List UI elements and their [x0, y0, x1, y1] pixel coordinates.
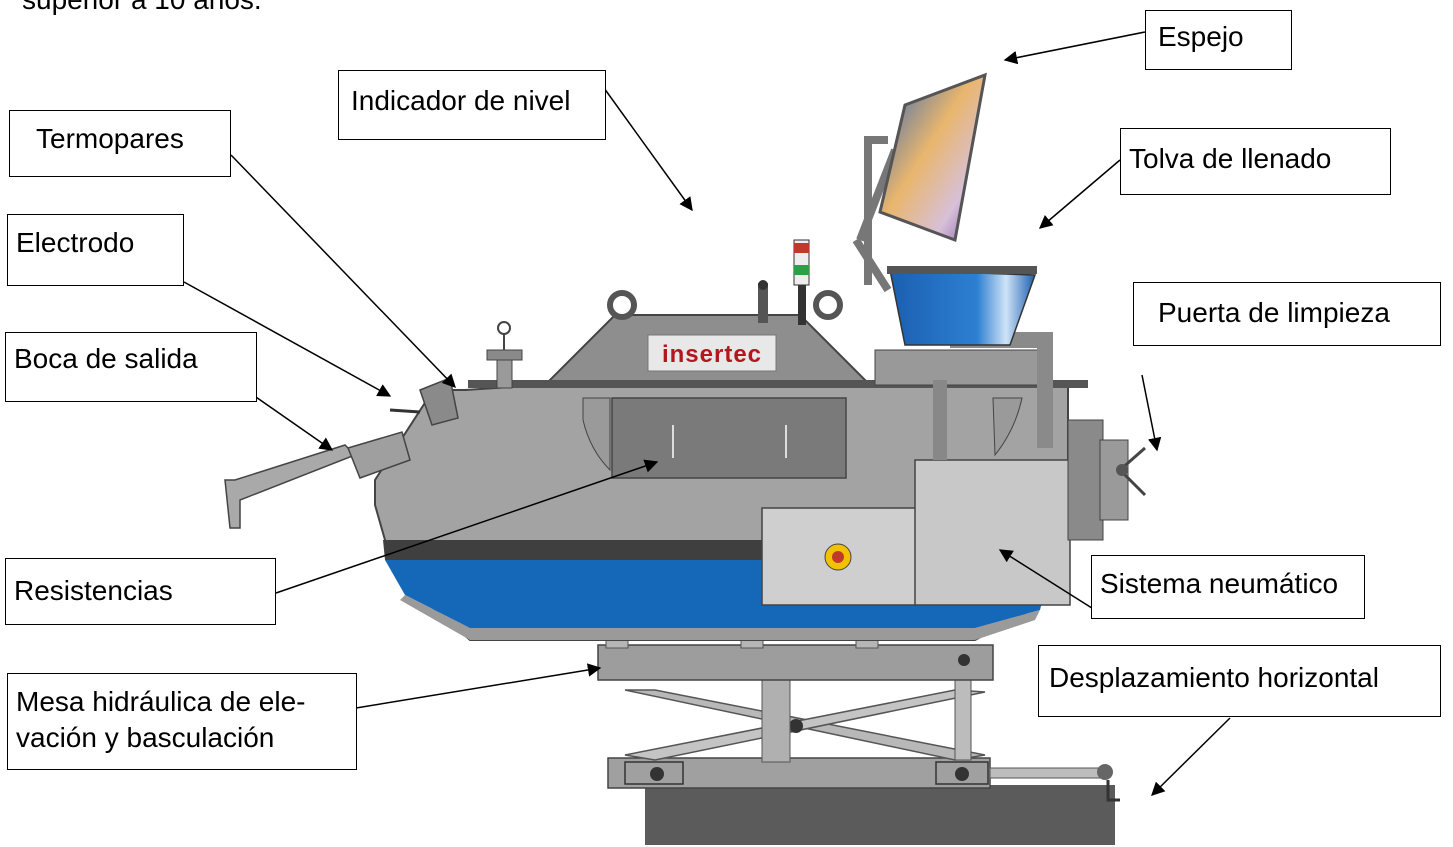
- arrow-desplazamiento: [1151, 717, 1231, 796]
- arrow-mesa: [355, 663, 602, 709]
- arrow-espejo: [1003, 31, 1146, 65]
- label-text: Espejo: [1158, 21, 1244, 52]
- bolt-icon: [650, 767, 664, 781]
- label-electrodo: Electrodo: [7, 214, 184, 286]
- mirror: [878, 72, 987, 243]
- label-text: Termopares: [36, 123, 184, 154]
- label-mesa: Mesa hidráulica de ele- vación y bascula…: [7, 673, 357, 770]
- horizontal-screw: [989, 767, 1101, 779]
- handwheel-icon: [1097, 764, 1113, 780]
- top-text: superior a 10 años.: [22, 0, 262, 16]
- label-text-line1: Mesa hidráulica de ele-: [16, 686, 306, 717]
- emergency-stop-icon: [832, 551, 844, 563]
- arrow-indicador: [603, 87, 693, 212]
- arrow-puerta: [1141, 374, 1162, 452]
- base-rail: [645, 785, 1115, 845]
- label-text: Tolva de llenado: [1129, 143, 1332, 174]
- cleaning-door: [1099, 439, 1147, 521]
- label-text: Resistencias: [14, 575, 173, 606]
- bolt-icon: [955, 767, 969, 781]
- label-text: Puerta de limpieza: [1158, 297, 1390, 328]
- label-termopares: Termopares: [9, 110, 231, 177]
- arrow-neumatico: [998, 549, 1096, 611]
- label-boca: Boca de salida: [5, 332, 257, 402]
- thermocouple-icon: [497, 321, 511, 335]
- label-tolva: Tolva de llenado: [1120, 128, 1391, 195]
- arrow-resistencias: [275, 459, 659, 594]
- label-espejo: Espejo: [1145, 10, 1292, 70]
- label-resistencias: Resistencias: [5, 558, 276, 625]
- lift-table: [597, 644, 994, 681]
- label-text: Electrodo: [16, 227, 135, 258]
- arrow-electrodo: [183, 281, 392, 397]
- label-text: Desplazamiento horizontal: [1049, 662, 1379, 693]
- label-text-line2: vación y basculación: [16, 722, 275, 753]
- base-carriage: [607, 757, 991, 789]
- label-text: Boca de salida: [14, 343, 198, 374]
- label-desplazamiento: Desplazamiento horizontal: [1038, 645, 1441, 717]
- pneumatic-cabinet: [914, 459, 1071, 606]
- label-neumatico: Sistema neumático: [1091, 555, 1365, 619]
- arrow-termopares: [230, 154, 456, 388]
- label-text: Sistema neumático: [1100, 568, 1339, 599]
- outlet-spout: [224, 431, 411, 529]
- hopper: [889, 269, 1037, 346]
- lifting-eye-icon: [607, 290, 637, 320]
- scissor-lift: [624, 671, 986, 763]
- label-puerta: Puerta de limpieza: [1133, 282, 1441, 346]
- callout-arrows: [183, 31, 1231, 796]
- logo-text: insertec: [662, 341, 762, 368]
- logo-plate: [647, 334, 777, 372]
- arrow-tolva: [1038, 159, 1121, 229]
- lifting-eye-icon: [813, 290, 843, 320]
- machine: insertec: [224, 72, 1147, 845]
- label-indicador-nivel: Indicador de nivel: [338, 70, 606, 140]
- label-text: Indicador de nivel: [351, 85, 571, 116]
